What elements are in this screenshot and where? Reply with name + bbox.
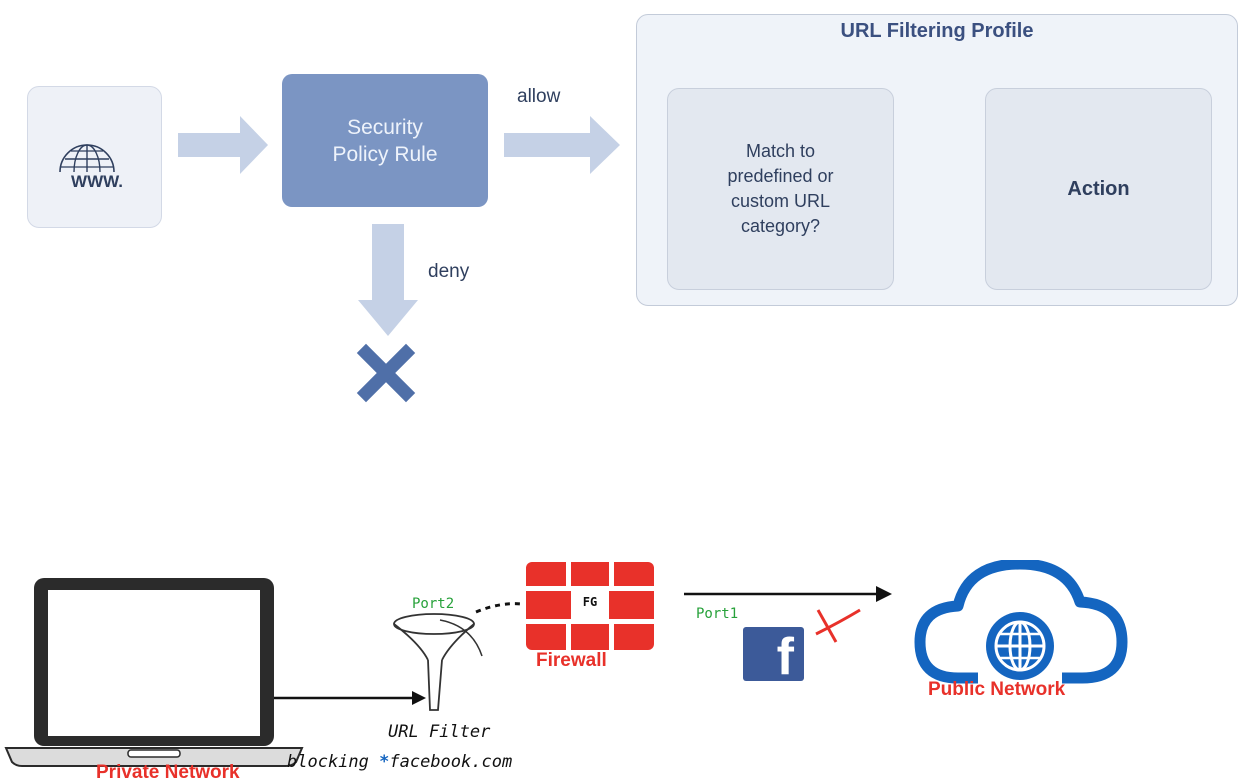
blocking-prefix: blocking xyxy=(287,752,380,772)
match-line-1: Match to xyxy=(745,141,816,161)
firewall-icon xyxy=(526,562,654,650)
blocked-mark xyxy=(815,608,861,643)
policy-rule-line-1: Security xyxy=(347,115,423,139)
port2-label: Port2 xyxy=(412,596,455,612)
firewall-logo-text: FG xyxy=(582,595,598,609)
www-label: WWW. xyxy=(71,172,123,191)
blocking-domain: facebook.com xyxy=(389,752,513,772)
funnel-icon xyxy=(393,613,483,711)
allow-label: allow xyxy=(517,86,561,107)
url-filtering-profile-title: URL Filtering Profile xyxy=(840,20,1034,42)
facebook-logo-letter: f xyxy=(776,628,794,681)
port2-connector xyxy=(475,602,523,614)
match-line-3: custom URL xyxy=(730,191,831,211)
public-network-label: Public Network xyxy=(928,679,1066,700)
action-label: Action xyxy=(1067,177,1130,200)
deny-x-mark xyxy=(356,343,416,403)
port1-label: Port1 xyxy=(696,606,739,622)
arrow-deny xyxy=(358,224,418,336)
www-node xyxy=(27,86,162,228)
action-node: Action xyxy=(985,88,1212,290)
security-policy-rule-node: Security Policy Rule xyxy=(282,74,488,207)
blocking-asterisk: * xyxy=(379,752,390,772)
network-diagram-graphics xyxy=(4,560,1128,767)
url-filter-label: URL Filter xyxy=(388,722,491,742)
match-category-node: Match to predefined or custom URL catego… xyxy=(667,88,894,290)
arrow-laptop-to-filter xyxy=(274,691,426,705)
private-network-label: Private Network xyxy=(96,762,240,783)
laptop-icon xyxy=(4,578,304,767)
match-line-2: predefined or xyxy=(727,166,834,186)
arrow-firewall-to-cloud xyxy=(684,586,892,602)
arrow-www-to-policy xyxy=(178,116,268,174)
deny-label: deny xyxy=(428,261,470,282)
cloud-icon xyxy=(914,560,1128,684)
facebook-icon: f xyxy=(743,627,804,681)
flow-arrows xyxy=(178,116,972,403)
blocking-rule-text: blocking *facebook.com xyxy=(287,752,512,772)
match-line-4: category? xyxy=(740,216,821,236)
arrow-allow xyxy=(504,116,620,174)
policy-rule-line-2: Policy Rule xyxy=(332,142,438,166)
firewall-label: Firewall xyxy=(536,650,607,671)
globe-icon xyxy=(59,144,115,173)
